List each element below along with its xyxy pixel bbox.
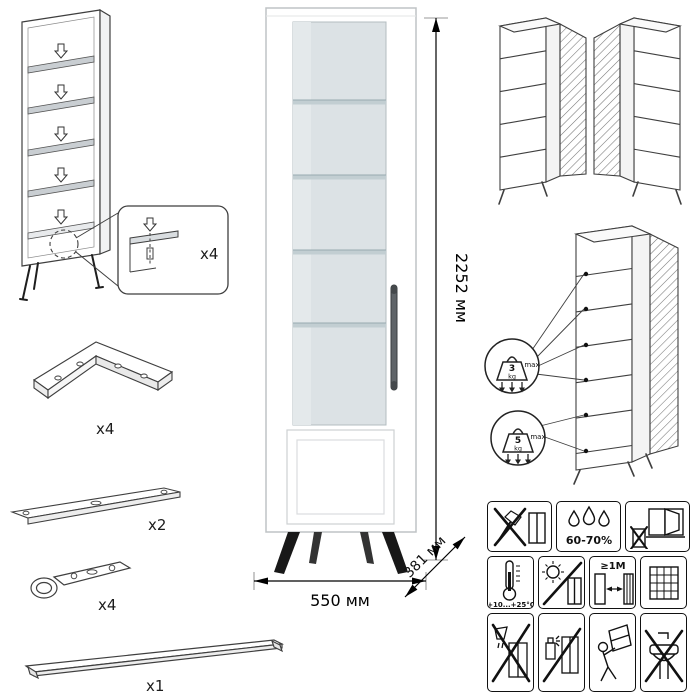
hinge-figure: x4 — [30, 561, 132, 614]
product-front-view — [265, 7, 417, 574]
load-capacity-figure: 3 kg max 5 kg max — [484, 225, 679, 485]
care-icons-row-1: 60-70% — [487, 501, 690, 552]
shelf — [27, 138, 95, 157]
temperature-range-icon: +10...+25°C — [487, 556, 534, 609]
cabinet-legs — [19, 254, 104, 301]
width-dimension: 550 мм — [253, 572, 427, 610]
shelf — [27, 179, 95, 198]
no-direct-sunlight-icon — [538, 556, 585, 609]
handle-qty-label: x1 — [146, 677, 164, 695]
temperature-range-label: +10...+25°C — [489, 601, 533, 608]
no-impact-icon — [487, 501, 552, 552]
shelf-load-badge: 3 kg max — [484, 338, 540, 394]
down-arrows-icon — [499, 382, 525, 393]
heat-distance-icon: ≥1M — [589, 556, 636, 609]
shelf-pin-qty-label: x4 — [200, 245, 218, 263]
callout-leader-lines — [75, 212, 119, 287]
care-icons-row-3 — [487, 613, 690, 692]
rail-qty-label: x2 — [148, 516, 166, 534]
down-arrows-icon — [505, 454, 531, 465]
bracket-qty-label: x4 — [96, 420, 114, 438]
carry-carefully-icon — [589, 613, 636, 692]
door-reversibility-figure — [498, 17, 682, 205]
shelf — [27, 55, 95, 74]
shelf-pin-callout: x4 — [117, 205, 229, 295]
bottom-door-panel — [286, 429, 395, 525]
depth-dimension: 381 мм — [401, 533, 466, 598]
shelf — [27, 96, 95, 115]
door-handle — [390, 284, 398, 391]
cabinet-door-left — [593, 17, 682, 205]
shelf-load-max: max — [524, 361, 539, 369]
mesh-grille-icon — [640, 556, 687, 609]
width-dimension-label: 550 мм — [310, 591, 370, 610]
humidity-icon: 60-70% — [556, 501, 621, 552]
weight-icon — [495, 356, 529, 381]
load-leader-lines — [531, 273, 585, 452]
shelf-load-unit: kg — [508, 373, 516, 381]
detail-highlight-circle — [49, 229, 79, 259]
humidity-value-label: 60-70% — [565, 534, 611, 547]
no-washing-icon — [640, 613, 687, 692]
height-dimension-label: 2252 мм — [452, 253, 471, 323]
base-load-max: max — [530, 433, 545, 441]
min-distance-label: ≥1M — [600, 561, 625, 572]
cabinet-legs — [274, 532, 408, 574]
care-icons-row-2: +10...+25°C — [487, 556, 690, 609]
cabinet-door-right — [498, 17, 587, 205]
rail-figure: x2 — [9, 487, 181, 534]
bottom-shelf — [27, 221, 95, 240]
depth-dimension-label: 381 мм — [401, 533, 449, 581]
shelf-placement-diagram — [19, 8, 111, 301]
open-cabinet — [573, 225, 679, 485]
height-dimension: 2252 мм — [424, 17, 471, 561]
window-ventilation-icon — [625, 501, 690, 552]
no-liquids-icon — [487, 613, 534, 692]
shelf-load-value: 3 — [509, 364, 515, 374]
hinge-qty-label: x4 — [98, 596, 116, 614]
shelf-markers — [583, 271, 589, 454]
base-load-unit: kg — [514, 445, 522, 453]
no-solvents-icon — [538, 613, 585, 692]
base-load-value: 5 — [515, 436, 521, 446]
handle-figure: x1 — [24, 639, 285, 695]
corner-bracket-figure: x4 — [33, 341, 174, 438]
care-icons-grid: 60-70% — [487, 501, 690, 692]
down-arrow-icon — [142, 217, 158, 232]
base-load-badge: 5 kg max — [490, 410, 546, 466]
glass-shelf-lines — [293, 99, 386, 328]
weight-icon — [501, 428, 535, 453]
